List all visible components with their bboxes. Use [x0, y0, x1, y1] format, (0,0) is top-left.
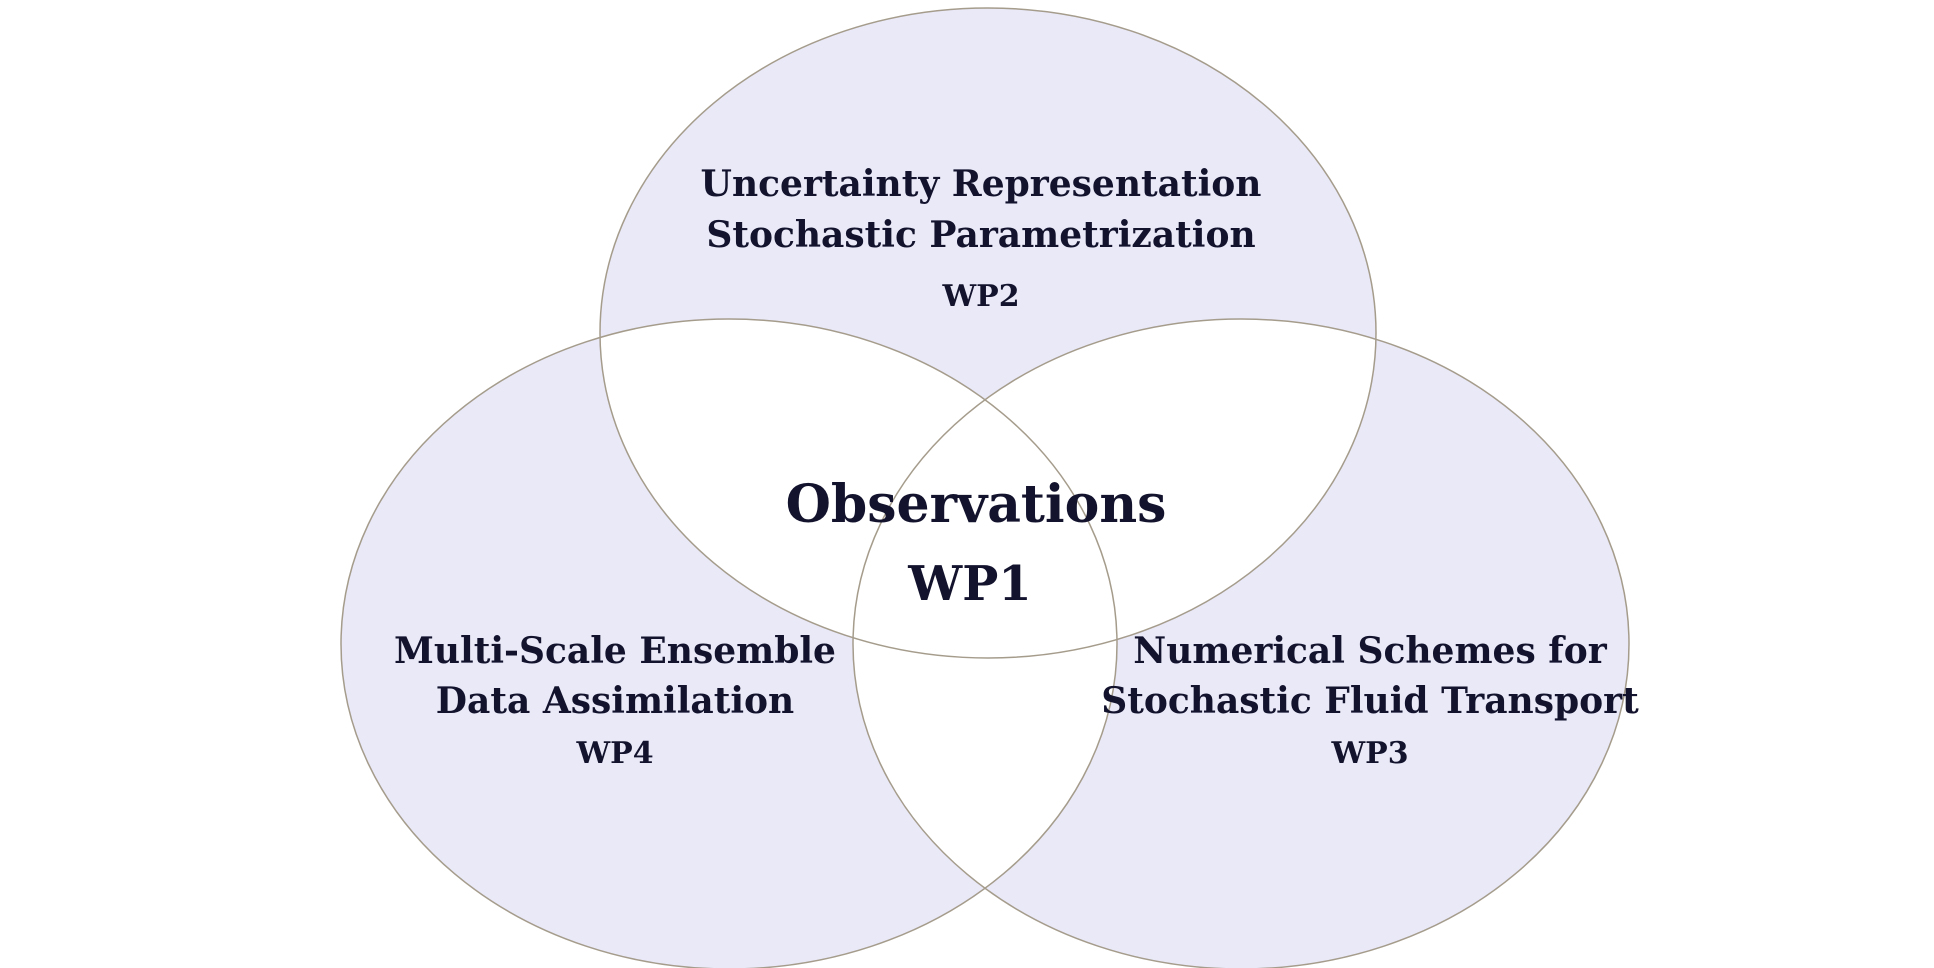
top-circle-wp-tag: WP2	[941, 279, 1019, 314]
right-circle-label-line2: Stochastic Fluid Transport	[1101, 680, 1639, 722]
left-circle-outline	[340, 318, 1118, 968]
left-circle-wp-tag: WP4	[575, 736, 653, 771]
right-circle-outline	[852, 318, 1630, 968]
top-circle-label-line1: Uncertainty Representation	[701, 163, 1262, 205]
left-circle-label-line1: Multi-Scale Ensemble	[394, 630, 836, 672]
right-circle-label-line1: Numerical Schemes for	[1133, 630, 1607, 672]
left-right-overlap	[853, 319, 1117, 968]
left-circle-label-line2: Data Assimilation	[436, 680, 794, 722]
top-circle-label-line2: Stochastic Parametrization	[706, 214, 1255, 256]
bottom-overlaps	[853, 319, 1117, 968]
center-title: Observations	[786, 474, 1167, 535]
right-circle-wp-tag: WP3	[1330, 736, 1408, 771]
center-wp-tag: WP1	[907, 556, 1031, 612]
top-circle-outline	[599, 7, 1377, 659]
